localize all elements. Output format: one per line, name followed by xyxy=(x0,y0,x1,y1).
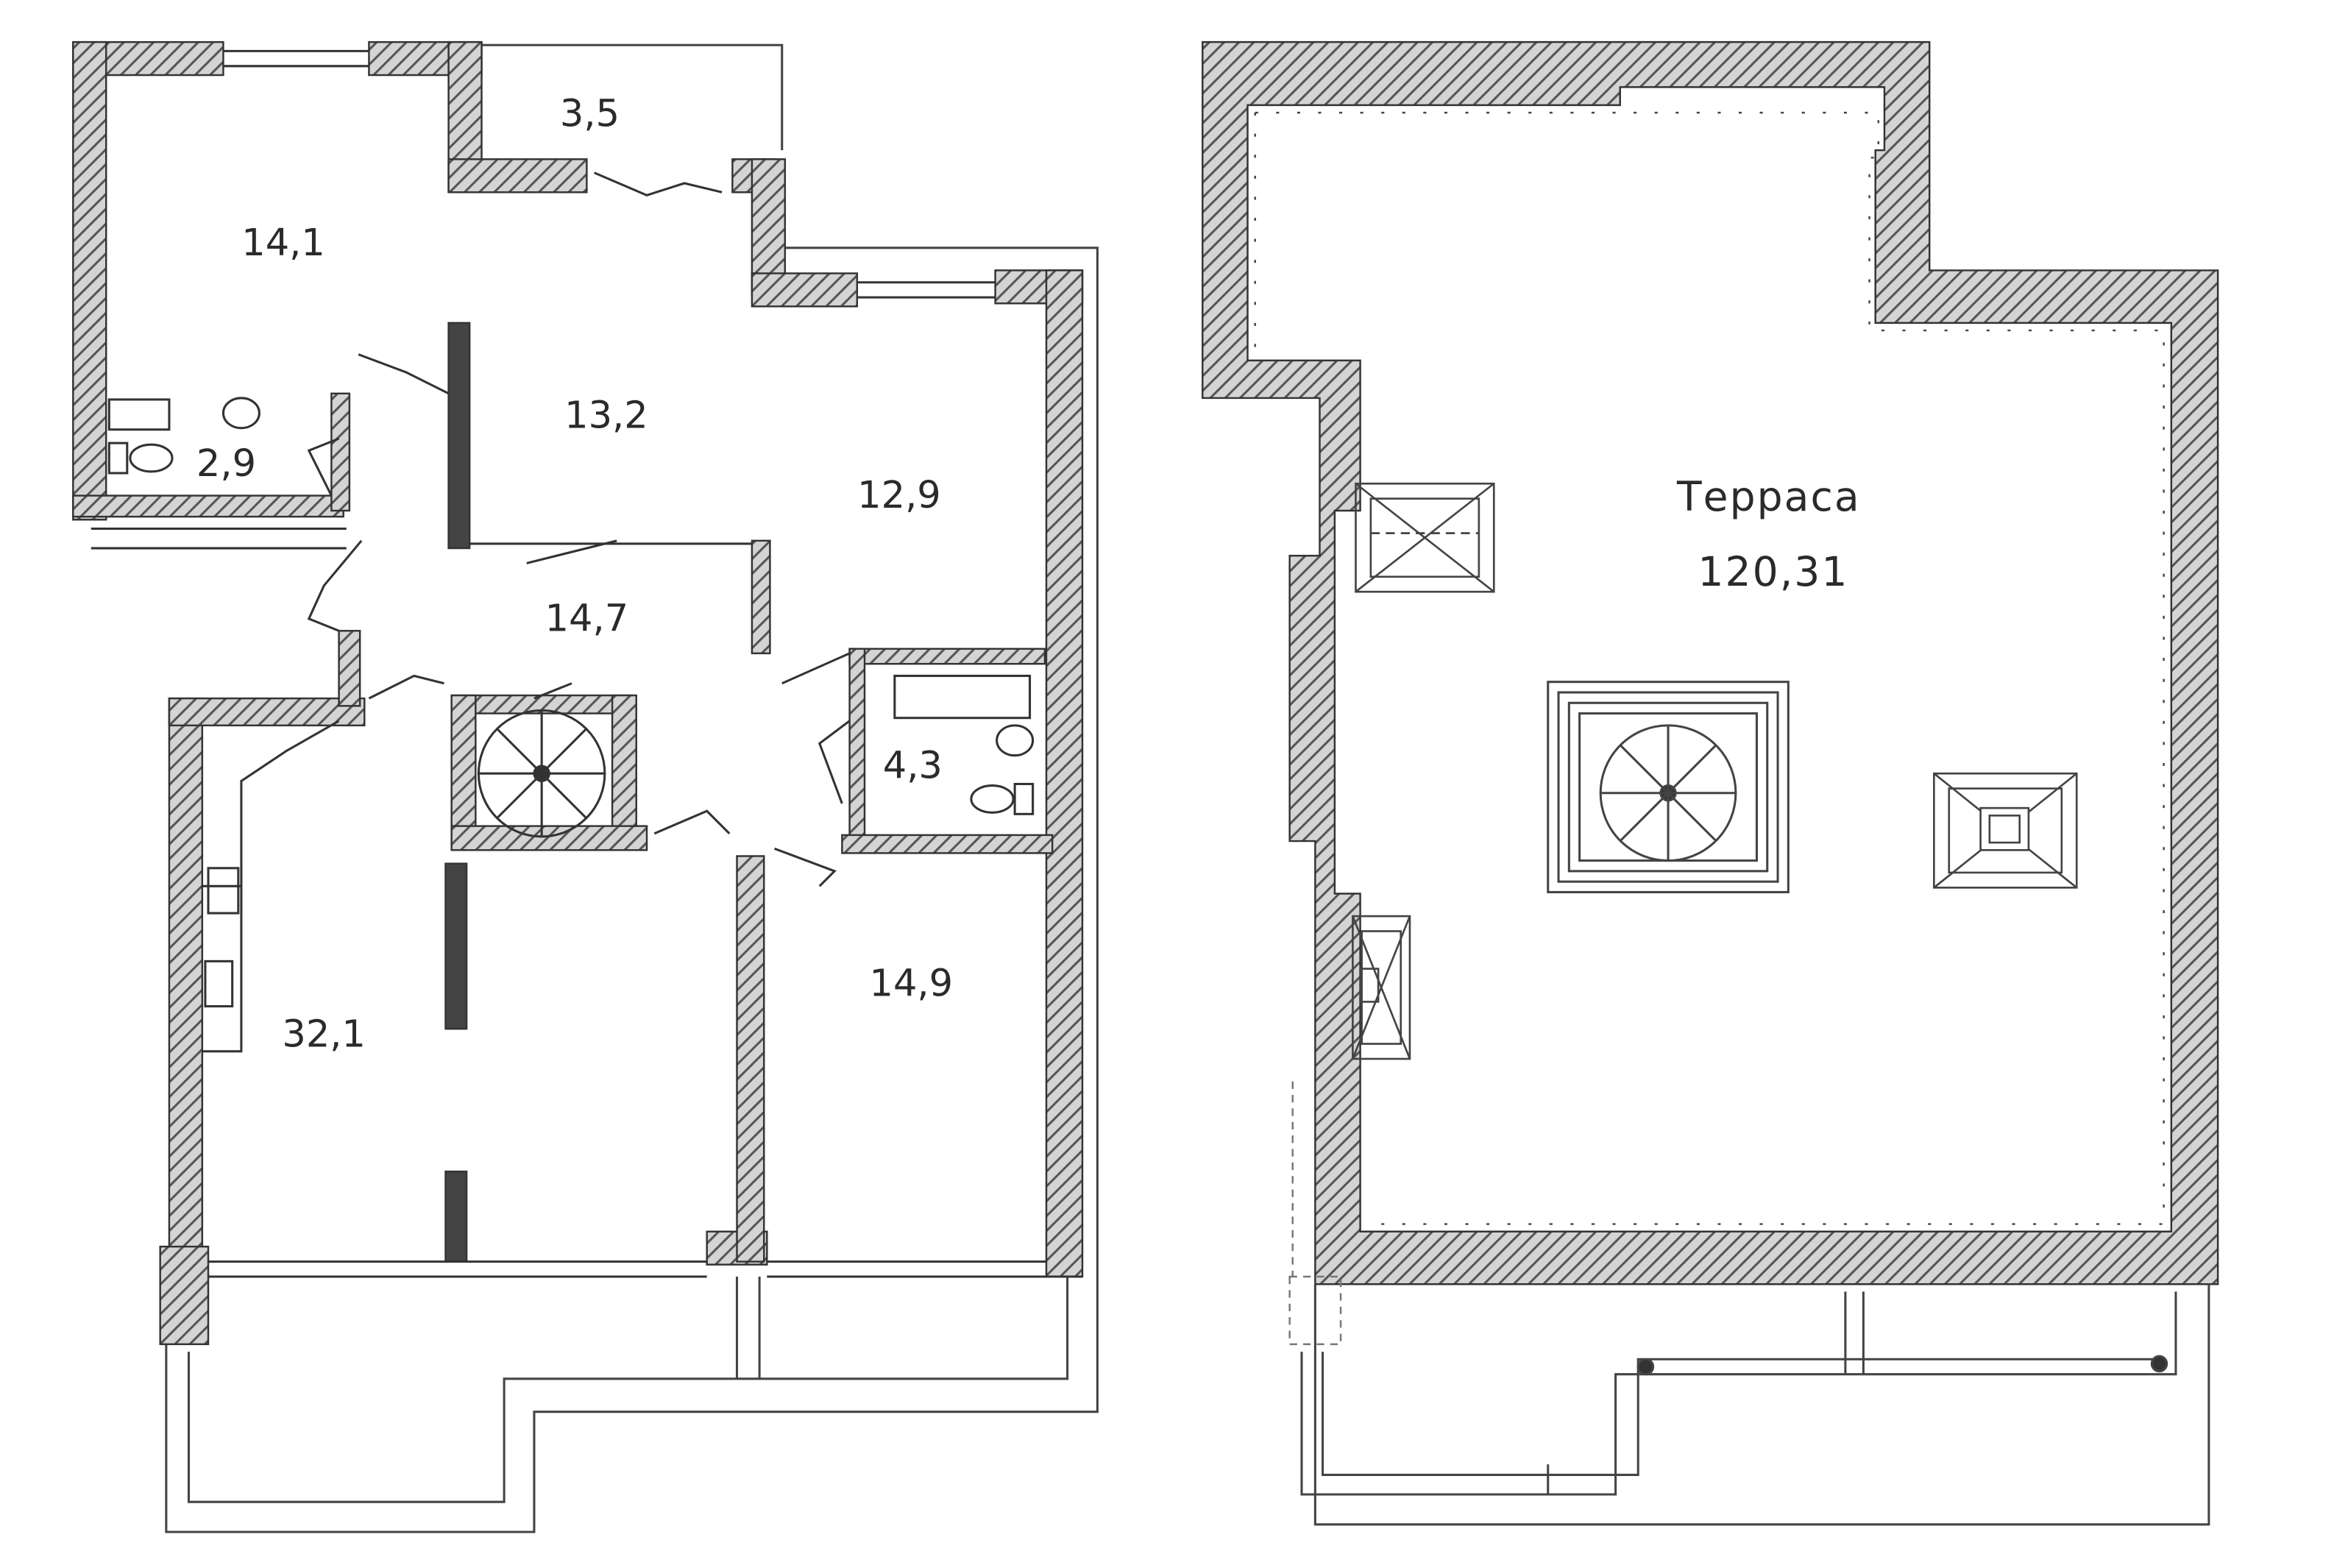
upper-floor-plan: Терраса 120,31 xyxy=(1202,40,2219,1526)
room-area-label: 12,9 xyxy=(857,474,941,517)
spiral-stair-lower xyxy=(477,709,606,838)
terrace-area-label: 120,31 xyxy=(1698,548,1848,595)
room-area-label: 14,7 xyxy=(545,597,629,640)
room-area-label: 13,2 xyxy=(564,394,648,438)
skylight-left-top xyxy=(1355,482,1495,593)
skylight-right xyxy=(1933,772,2078,889)
terrace-name-label: Терраса xyxy=(1676,473,1861,520)
room-area-label: 14,9 xyxy=(869,962,953,1005)
spiral-stair-upper xyxy=(1547,681,1790,893)
lower-floor-lines xyxy=(91,49,1082,1278)
room-area-label: 14,1 xyxy=(241,221,325,265)
lower-floor-walls xyxy=(72,40,1084,1346)
room-area-label: 3,5 xyxy=(560,92,620,135)
lower-floor-plan: 14,1 3,5 13,2 2,9 12,9 14,7 4,3 32,1 14,… xyxy=(72,40,1099,1533)
terrace-lower-railing xyxy=(1300,1284,2210,1526)
room-area-label: 2,9 xyxy=(196,442,256,486)
terrace-parapet xyxy=(1202,40,2219,1285)
room-area-label: 32,1 xyxy=(282,1013,366,1057)
balcony-outline xyxy=(165,43,1099,1533)
skylight-left-bottom xyxy=(1352,915,1411,1060)
terrace-railing xyxy=(1254,111,2165,1225)
terrace-dashed-outline xyxy=(1288,1081,1342,1346)
room-area-label: 4,3 xyxy=(883,744,943,787)
